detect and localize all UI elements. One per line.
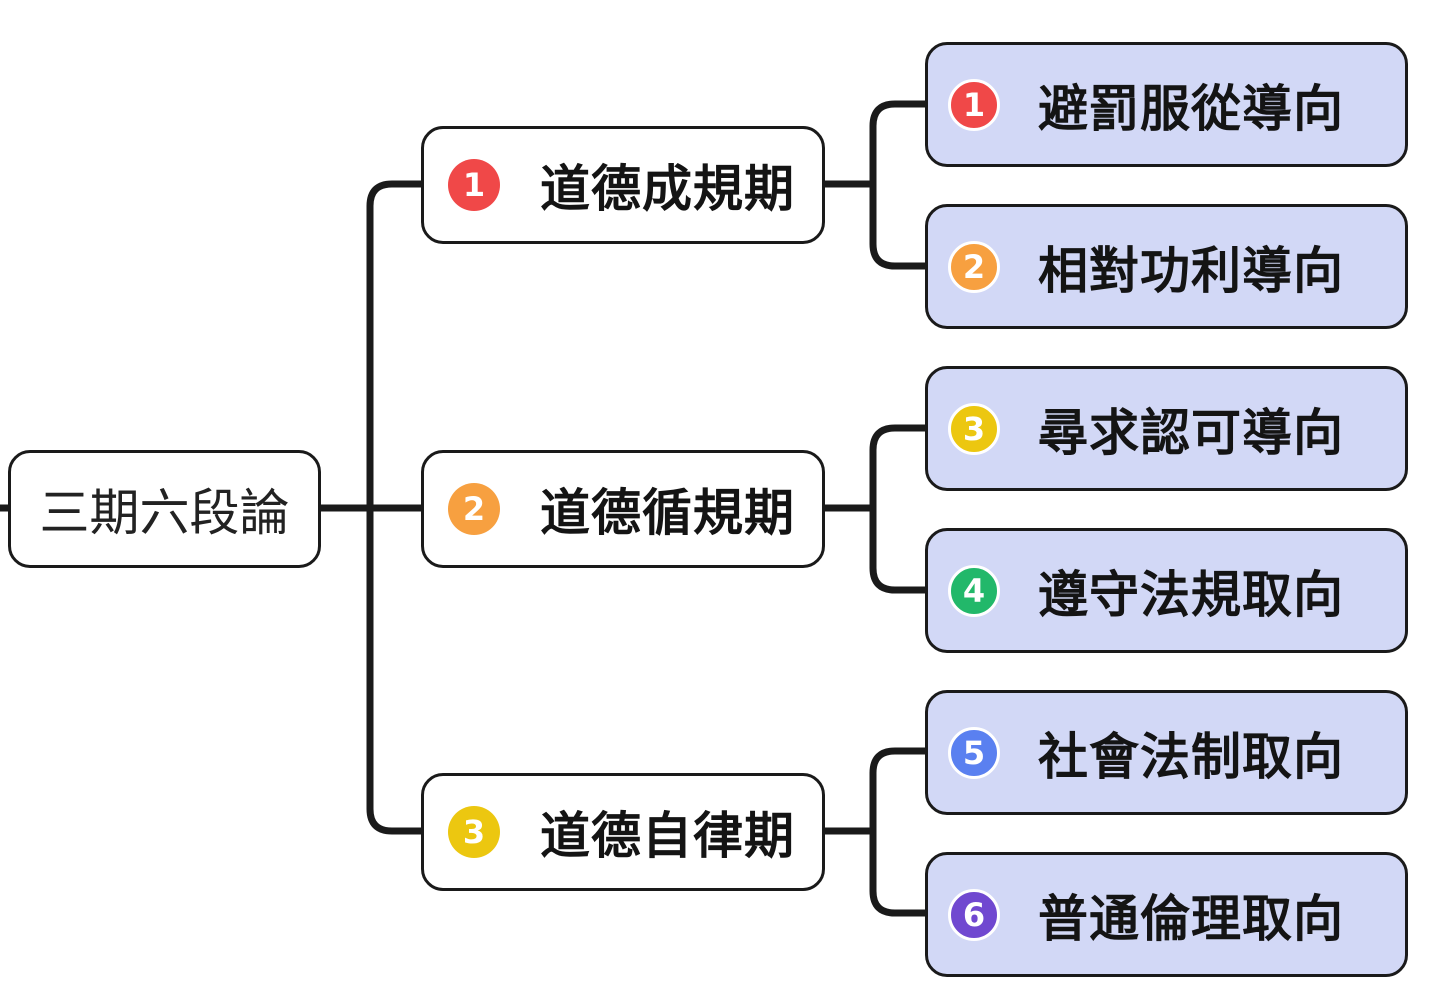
- stage-node-1[interactable]: 1 道德成規期: [421, 126, 825, 244]
- stage-label: 道德成規期: [540, 160, 795, 218]
- connector-stage-1: [825, 100, 925, 270]
- root-label: 三期六段論: [39, 484, 290, 542]
- connector-stage-2: [825, 424, 925, 594]
- connector-root-branch: [366, 180, 421, 835]
- leaf-label: 遵守法規取向: [1038, 565, 1344, 624]
- stage-label: 道德自律期: [540, 807, 795, 865]
- leaf-node-1[interactable]: 1 避罰服從導向: [925, 42, 1408, 167]
- number-2-icon: 2: [448, 483, 500, 535]
- leaf-label: 尋求認可導向: [1038, 403, 1344, 462]
- number-4-icon: 4: [948, 564, 1000, 617]
- leaf-node-5[interactable]: 5 社會法制取向: [925, 690, 1408, 815]
- leaf-label: 社會法制取向: [1038, 727, 1344, 786]
- number-1-icon: 1: [948, 78, 1000, 131]
- connector-stage-3: [825, 747, 925, 917]
- leaf-label: 避罰服從導向: [1038, 79, 1344, 138]
- number-1-icon: 1: [448, 159, 500, 211]
- number-6-icon: 6: [948, 888, 1000, 941]
- leaf-node-4[interactable]: 4 遵守法規取向: [925, 528, 1408, 653]
- stage-node-3[interactable]: 3 道德自律期: [421, 773, 825, 891]
- stage-label: 道德循規期: [540, 484, 795, 542]
- leaf-node-2[interactable]: 2 相對功利導向: [925, 204, 1408, 329]
- number-2-icon: 2: [948, 240, 1000, 293]
- leaf-label: 普通倫理取向: [1038, 889, 1344, 948]
- leaf-node-6[interactable]: 6 普通倫理取向: [925, 852, 1408, 977]
- stage-node-2[interactable]: 2 道德循規期: [421, 450, 825, 568]
- leaf-node-3[interactable]: 3 尋求認可導向: [925, 366, 1408, 491]
- root-node[interactable]: 三期六段論: [8, 450, 321, 568]
- number-3-icon: 3: [948, 402, 1000, 455]
- leaf-label: 相對功利導向: [1038, 241, 1344, 300]
- number-5-icon: 5: [948, 726, 1000, 779]
- number-3-icon: 3: [448, 806, 500, 858]
